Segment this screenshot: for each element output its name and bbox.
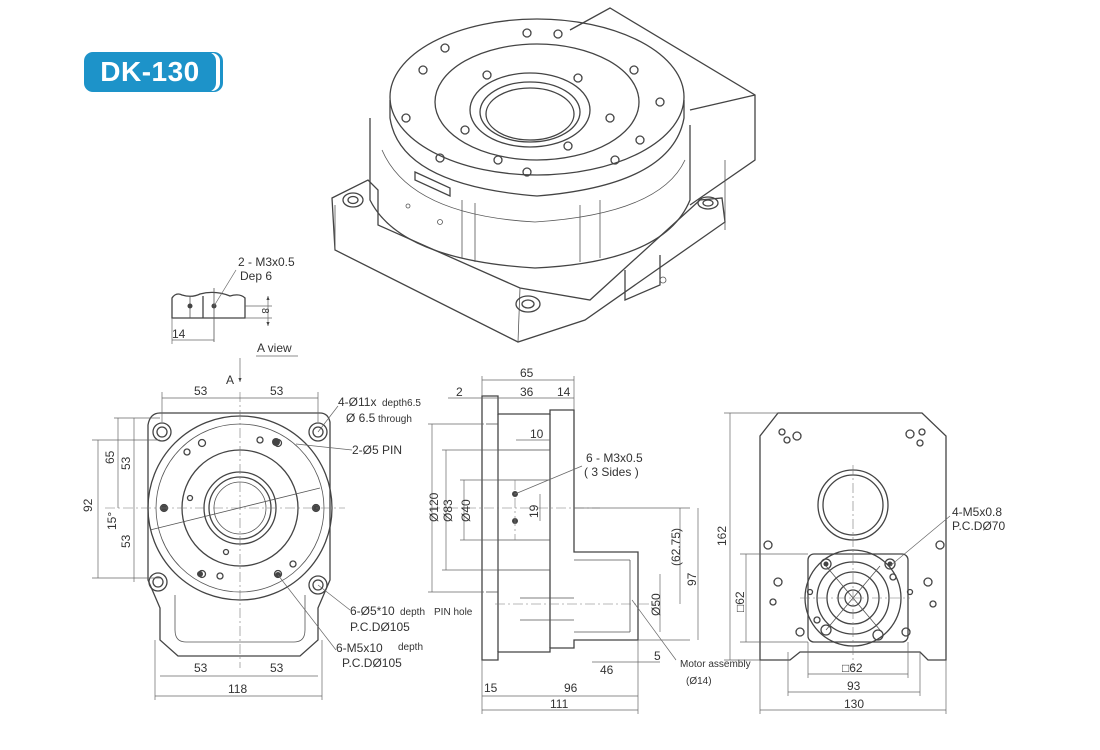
isometric-view bbox=[331, 7, 756, 343]
front-note-mount-depth: depth6.5 bbox=[382, 398, 421, 409]
front-dim-92: 92 bbox=[81, 498, 95, 512]
front-angle: 15° bbox=[105, 512, 119, 530]
side-dim-65: 65 bbox=[520, 366, 534, 380]
side-dim-15: 15 bbox=[484, 681, 498, 695]
side-dim-62-75: (62.75) bbox=[669, 528, 683, 566]
front-dim-top-left: 53 bbox=[194, 384, 208, 398]
back-dim-162: 162 bbox=[715, 526, 729, 546]
front-dim-53-upper: 53 bbox=[119, 456, 133, 470]
front-note-mount-line2: Ø 6.5 bbox=[346, 411, 376, 425]
side-dim-d50: Ø50 bbox=[649, 593, 663, 616]
front-note-tapped-line1: 6-M5x10 bbox=[336, 641, 383, 655]
front-dim-65: 65 bbox=[103, 450, 117, 464]
side-dim-96: 96 bbox=[564, 681, 578, 695]
front-dim-bottom-right: 53 bbox=[270, 661, 284, 675]
side-dim-5: 5 bbox=[654, 649, 661, 663]
side-note-motor-line2: (Ø14) bbox=[686, 676, 712, 687]
front-dim-bottom-left: 53 bbox=[194, 661, 208, 675]
back-view: 4-M5x0.8 P.C.DØ70 162 □62 □62 93 130 bbox=[715, 412, 1005, 714]
side-dim-36: 36 bbox=[520, 385, 534, 399]
detail-a-caption: A view bbox=[257, 341, 292, 355]
front-view-arrow-label: A bbox=[226, 373, 234, 387]
front-note-tapped-pcd: P.C.DØ105 bbox=[342, 656, 402, 670]
front-note-pin-holes-depth: depth bbox=[400, 607, 425, 618]
back-dim-sq62-vertical: □62 bbox=[733, 591, 747, 612]
front-view: A bbox=[81, 358, 473, 700]
model-badge: DK-130 bbox=[84, 52, 216, 92]
detail-a-dim-width: 14 bbox=[172, 327, 186, 341]
front-note-pin-holes-label: PIN hole bbox=[434, 607, 473, 618]
front-note-mount-line1: 4-Ø11x bbox=[338, 395, 376, 409]
side-dim-19: 19 bbox=[527, 504, 541, 518]
back-note-motor-holes-line1: 4-M5x0.8 bbox=[952, 505, 1002, 519]
side-dim-46: 46 bbox=[600, 663, 614, 677]
back-dim-sq62-horizontal: □62 bbox=[842, 661, 863, 675]
side-note-holes-line1: 6 - M3x0.5 bbox=[586, 451, 643, 465]
side-view: 65 2 36 14 10 Ø120 Ø83 Ø40 19 6 - M3x0.5… bbox=[427, 366, 751, 714]
front-note-mount-through: through bbox=[378, 414, 412, 425]
side-dim-97: 97 bbox=[685, 572, 699, 586]
back-dim-93: 93 bbox=[847, 679, 861, 693]
front-note-pin-holes-line1: 6-Ø5*10 bbox=[350, 604, 395, 618]
front-note-pin: 2-Ø5 PIN bbox=[352, 443, 402, 457]
detail-a-dim-depth: 8 bbox=[259, 308, 270, 314]
detail-a-note-line1: 2 - M3x0.5 bbox=[238, 255, 295, 269]
front-note-pin-holes-pcd: P.C.DØ105 bbox=[350, 620, 410, 634]
front-note-tapped-depth: depth bbox=[398, 642, 423, 653]
side-note-holes-line2: ( 3 Sides ) bbox=[584, 465, 639, 479]
front-dim-top-right: 53 bbox=[270, 384, 284, 398]
side-note-motor-line1: Motor assembly bbox=[680, 659, 751, 670]
side-dim-d40: Ø40 bbox=[459, 499, 473, 522]
front-dim-width: 118 bbox=[228, 682, 247, 696]
side-dim-d83: Ø83 bbox=[441, 499, 455, 522]
side-dim-2: 2 bbox=[456, 385, 463, 399]
front-dim-53-lower: 53 bbox=[119, 534, 133, 548]
side-dim-d120: Ø120 bbox=[427, 492, 441, 522]
side-dim-10: 10 bbox=[530, 427, 544, 441]
back-note-motor-holes-line2: P.C.DØ70 bbox=[952, 519, 1005, 533]
side-dim-111: 111 bbox=[550, 697, 569, 711]
detail-a-note-line2: Dep 6 bbox=[240, 269, 272, 283]
detail-a-view: 2 - M3x0.5 Dep 6 14 8 A view bbox=[171, 255, 298, 357]
back-dim-130: 130 bbox=[844, 697, 864, 711]
side-dim-14: 14 bbox=[557, 385, 571, 399]
